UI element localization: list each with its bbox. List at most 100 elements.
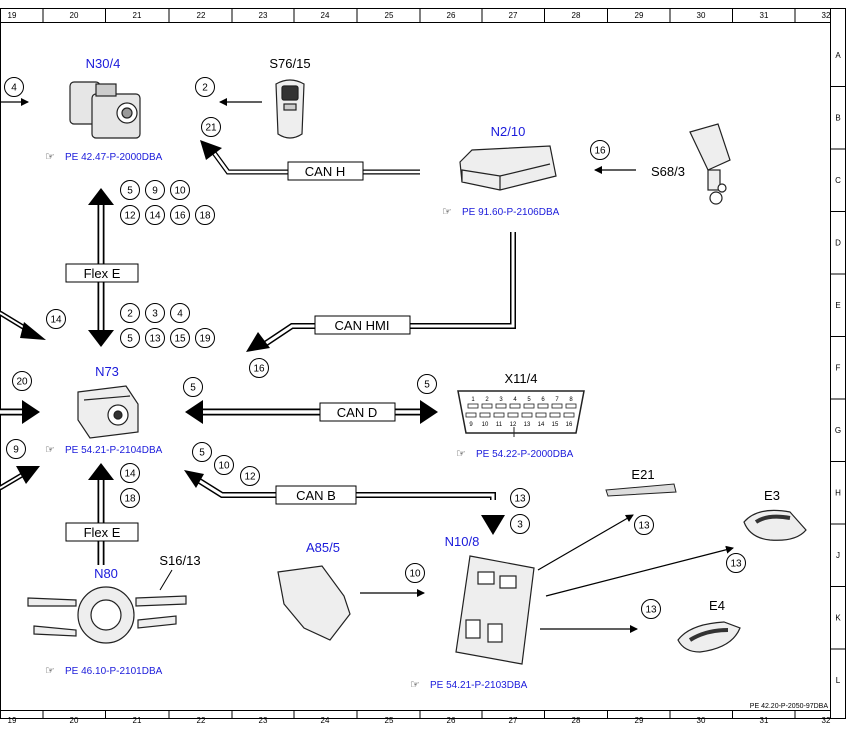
signal-marker: 21 (201, 117, 221, 137)
signal-marker-number: 5 (127, 186, 133, 197)
row-letter: H (835, 489, 841, 498)
signal-marker: 15 (170, 328, 190, 348)
signal-marker-number: 16 (594, 146, 606, 157)
connector-pin (535, 412, 547, 418)
signal-marker-number: 2 (127, 309, 133, 320)
connector-pin-number: 15 (552, 422, 559, 428)
signal-marker: 5 (192, 442, 212, 462)
connector-pin (521, 412, 533, 418)
signal-marker-number: 21 (205, 123, 217, 134)
column-number: 22 (197, 11, 206, 20)
connector-pin (563, 412, 575, 418)
connector-pin (495, 403, 507, 409)
signal-marker-number: 10 (218, 461, 230, 472)
can-b-down-arrowhead (481, 515, 505, 535)
can-h-arrowhead (200, 140, 222, 160)
signal-marker-number: 10 (174, 186, 186, 197)
n10-8-code: N10/8 (445, 534, 480, 549)
signal-marker: 13 (510, 488, 530, 508)
can-d-label: CAN D (337, 405, 377, 420)
right-tail-lamp-drawing (677, 621, 741, 653)
signal-marker: 18 (195, 205, 215, 225)
signal-marker-number: 14 (124, 469, 136, 480)
connector-pin (537, 403, 549, 409)
connector-pin (481, 403, 493, 409)
signal-marker: 5 (183, 377, 203, 397)
buckle-switch-drawing (689, 123, 731, 205)
signal-marker: 5 (417, 374, 437, 394)
column-number: 28 (572, 716, 581, 725)
n2-10-ref-icon: ☞ (442, 206, 452, 218)
signal-marker: 5 (120, 328, 140, 348)
signal-marker: 14 (120, 463, 140, 483)
row-letter: L (836, 676, 841, 685)
component-e21: E21 (605, 467, 677, 497)
connector-pin-number: 1 (471, 397, 475, 403)
component-n80: N80 S16/13 ☞ PE 46.10-P-2101DBA (27, 553, 201, 677)
n80-ref-icon: ☞ (45, 665, 55, 677)
sam-unit-drawing (455, 555, 535, 665)
s76-15-code: S76/15 (269, 56, 310, 71)
connector-pin (507, 412, 519, 418)
signal-marker-number: 12 (244, 472, 256, 483)
signal-marker: 20 (12, 371, 32, 391)
s68-3-code: S68/3 (651, 164, 685, 179)
connector-pin (479, 412, 491, 418)
connector-pin-number: 5 (527, 397, 531, 403)
signal-marker-number: 10 (409, 569, 421, 580)
e21-code: E21 (631, 467, 654, 482)
connector-pin-number: 14 (538, 422, 545, 428)
column-number: 31 (760, 11, 769, 20)
connector-pin-number: 7 (555, 397, 559, 403)
row-letter: D (835, 239, 841, 248)
signal-marker-number: 5 (424, 380, 430, 391)
signal-marker: 13 (634, 515, 654, 535)
column-number: 32 (822, 716, 831, 725)
component-e4: E4 (677, 598, 741, 653)
drawing-frame (0, 8, 846, 719)
bus-labels: CAN H CAN HMI CAN D CAN B Flex E Flex E (65, 161, 411, 542)
column-number: 31 (760, 716, 769, 725)
column-number: 24 (321, 716, 330, 725)
left-stub-14-arrowhead (20, 322, 46, 340)
n10-to-e3-arrow (545, 545, 734, 597)
connector-pin (493, 412, 505, 418)
e3-code: E3 (764, 488, 780, 503)
component-n30-4: N30/4 ☞ PE 42.47-P-2000DBA (45, 56, 163, 163)
connector-pin-number: 8 (569, 397, 573, 403)
row-letter: B (835, 114, 840, 123)
connector-pin-number: 6 (541, 397, 545, 403)
steering-column-module-drawing (27, 586, 187, 644)
signal-marker: 16 (590, 140, 610, 160)
can-b-line-inner (197, 478, 495, 500)
signal-marker: 16 (249, 358, 269, 378)
signal-marker-number: 18 (124, 494, 136, 505)
component-s68-3: S68/3 (651, 123, 731, 205)
signal-marker: 13 (145, 328, 165, 348)
switch-drawing (275, 79, 305, 139)
signal-marker: 12 (120, 205, 140, 225)
signal-marker-number: 13 (645, 605, 657, 616)
row-letter: K (835, 614, 841, 623)
right-tail-lamp-lens (688, 628, 729, 642)
s16-13-leader (159, 569, 173, 591)
connector-pin (523, 403, 535, 409)
x11-4-code: X11/4 (504, 371, 537, 386)
n2-10-ref: PE 91.60-P-2106DBA (462, 207, 560, 218)
signal-marker-number: 16 (174, 211, 186, 222)
signal-marker: 18 (120, 488, 140, 508)
connector-pin-number: 4 (513, 397, 517, 403)
n30-4-code: N30/4 (86, 56, 121, 71)
signal-marker-number: 9 (152, 186, 158, 197)
column-number: 30 (697, 11, 706, 20)
signal-marker: 19 (195, 328, 215, 348)
row-letter: C (835, 176, 841, 185)
can-d-left-arrowhead (185, 400, 203, 424)
n73-ref-icon: ☞ (45, 444, 55, 456)
component-n2-10: N2/10 ☞ PE 91.60-P-2106DBA (442, 124, 560, 218)
